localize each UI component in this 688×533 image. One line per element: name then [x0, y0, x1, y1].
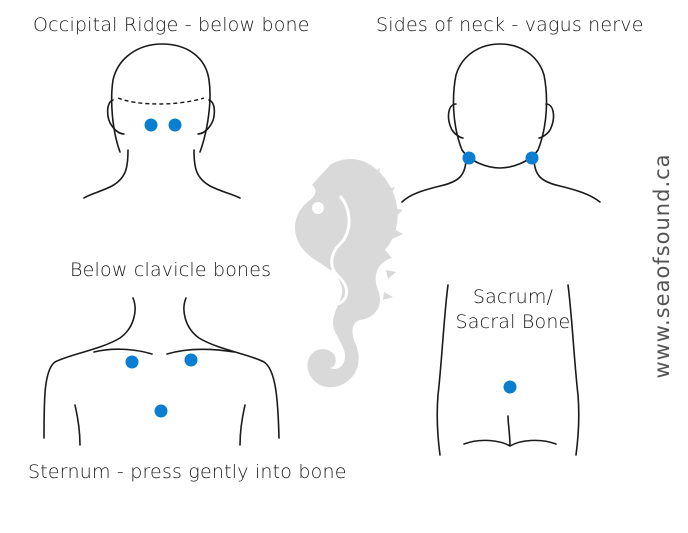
head-back-figure: [83, 43, 241, 199]
acupressure-points: [125, 118, 539, 418]
chest-front-figure: [43, 297, 280, 446]
label-sacrum: Sacrum/ Sacral Bone: [455, 286, 571, 333]
seahorse-treble-clef-logo: [295, 159, 403, 388]
point-sacrum: [503, 380, 517, 394]
label-occipital-ridge: Occipital Ridge - below bone: [33, 14, 310, 36]
label-sides-of-neck: Sides of neck - vagus nerve: [376, 14, 644, 36]
label-below-clavicle: Below clavicle bones: [70, 259, 272, 281]
label-sternum: Sternum - press gently into bone: [28, 461, 347, 483]
point-occipital-right: [168, 118, 182, 132]
face-front-figure: [401, 43, 601, 203]
point-neck-right: [525, 151, 539, 165]
point-sternum: [154, 404, 168, 418]
lower-back-figure: [436, 284, 580, 456]
point-neck-left: [462, 151, 476, 165]
website-watermark: www.seaofsound.ca: [650, 153, 674, 379]
point-clavicle-left: [125, 355, 139, 369]
point-occipital-left: [144, 118, 158, 132]
point-clavicle-right: [184, 353, 198, 367]
